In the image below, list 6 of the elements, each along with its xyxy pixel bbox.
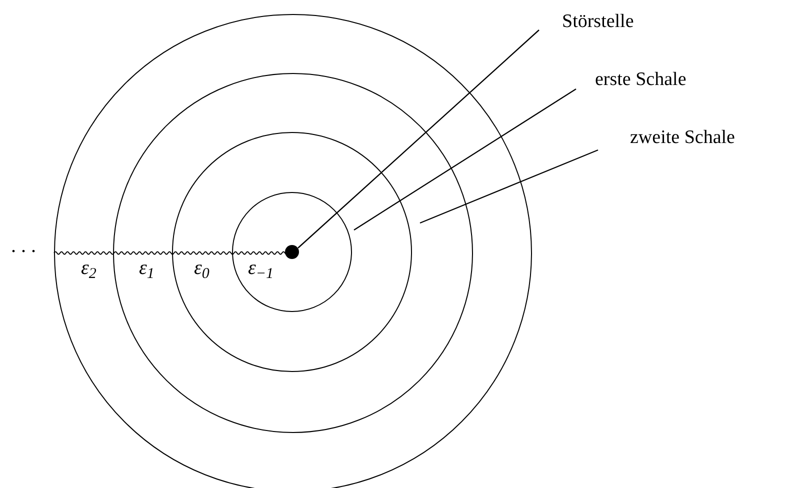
leader-line	[354, 88, 576, 230]
callout-label: Störstelle	[562, 11, 634, 32]
callout-label: erste Schale	[595, 69, 686, 90]
callout-label: zweite Schale	[630, 127, 735, 148]
leader-line	[420, 149, 598, 224]
leader-line	[298, 30, 540, 248]
